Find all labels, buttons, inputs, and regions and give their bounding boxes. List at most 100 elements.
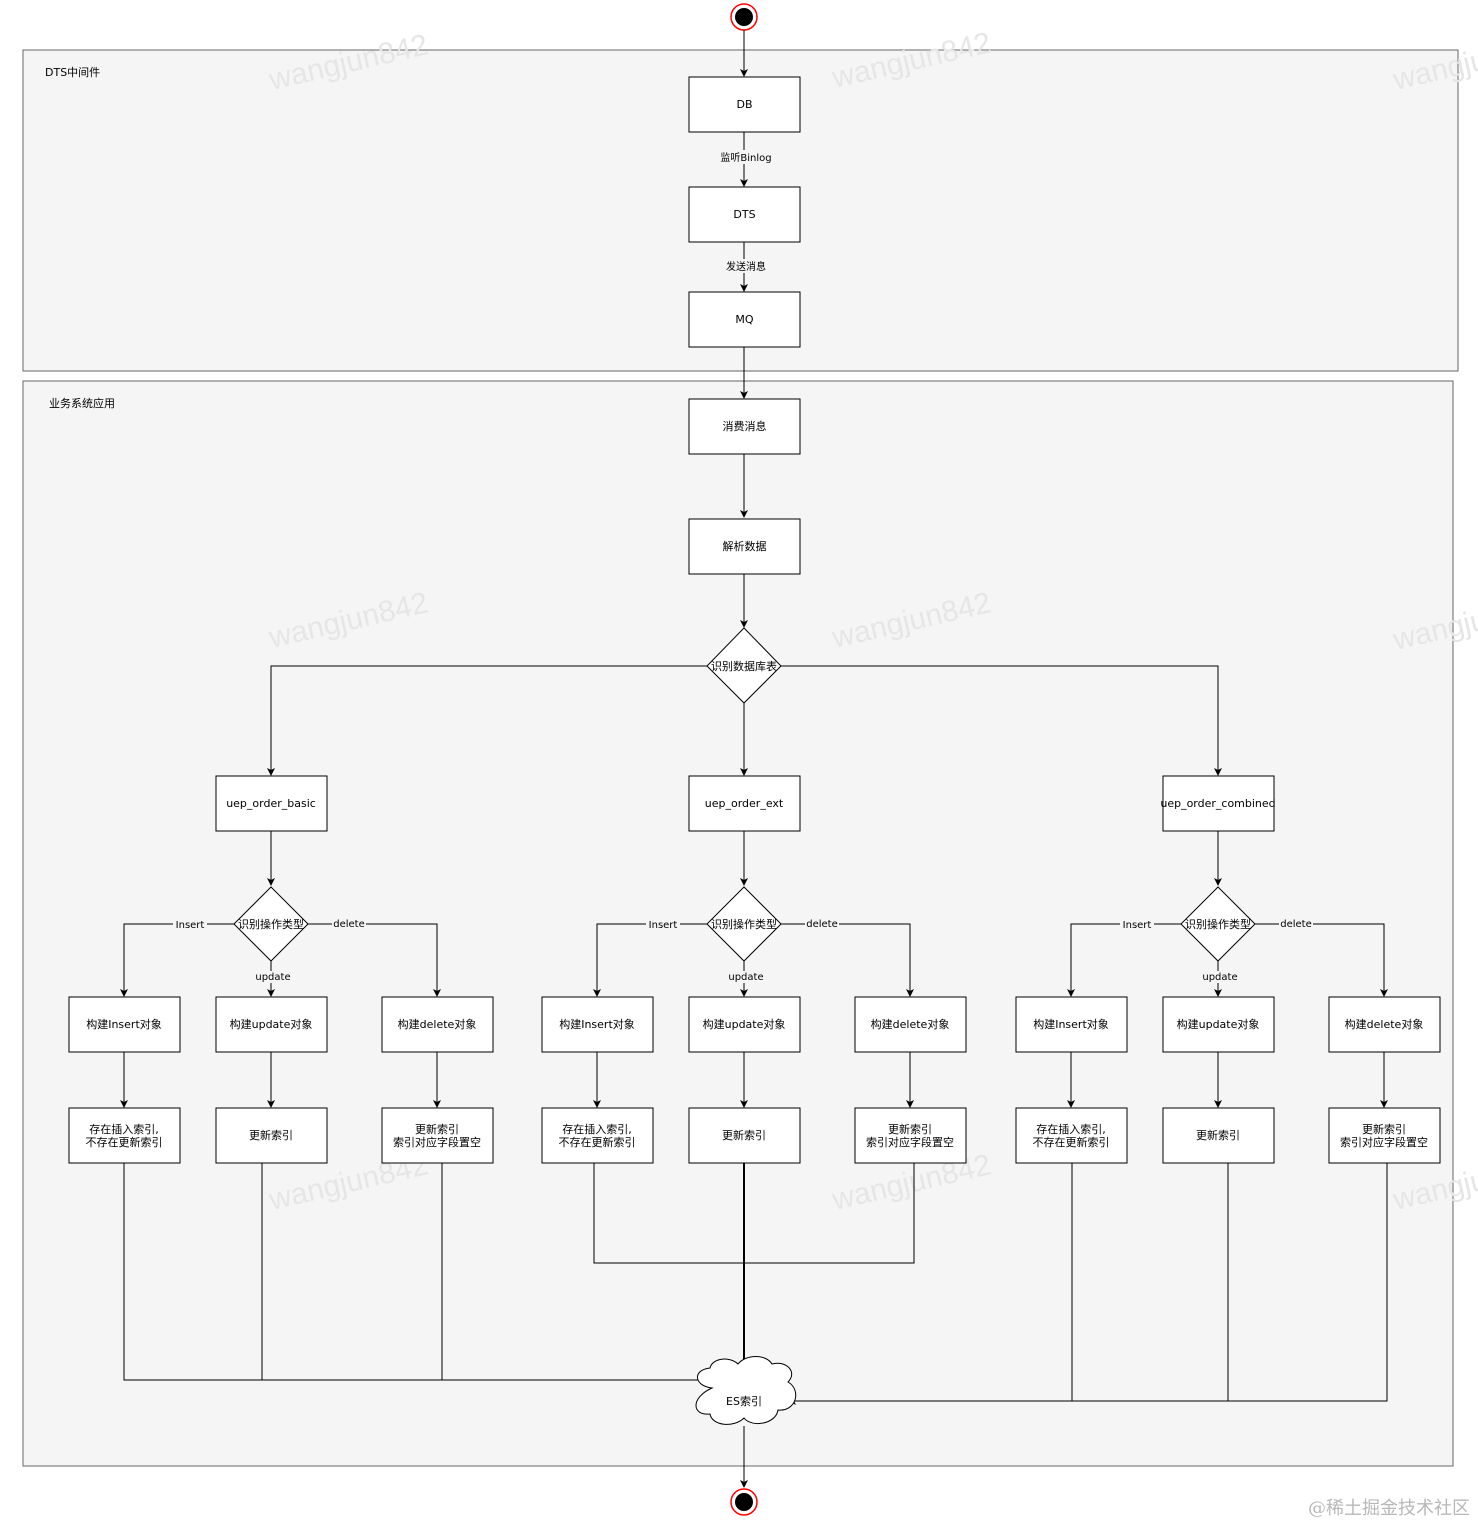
svg-text:构建delete对象: 构建delete对象 [1345, 1017, 1424, 1031]
svg-text:不存在更新索引: 不存在更新索引 [559, 1135, 636, 1149]
svg-text:索引对应字段置空: 索引对应字段置空 [393, 1135, 481, 1149]
swimlane-app-label: 业务系统应用 [49, 396, 115, 410]
svg-text:识别数据库表: 识别数据库表 [711, 659, 777, 673]
svg-text:构建delete对象: 构建delete对象 [398, 1017, 477, 1031]
svg-text:构建delete对象: 构建delete对象 [871, 1017, 950, 1031]
svg-text:uep_order_basic: uep_order_basic [226, 797, 316, 810]
svg-text:识别操作类型: 识别操作类型 [238, 917, 304, 931]
node-table: uep_order_basic [215, 775, 328, 832]
node-build-delete: 构建delete对象 [381, 996, 494, 1053]
edge-label-delete: delete [1279, 918, 1313, 930]
svg-text:不存在更新索引: 不存在更新索引 [86, 1135, 163, 1149]
watermark: wangjun842 [1389, 28, 1478, 97]
svg-text:update: update [255, 972, 290, 983]
node-build-update: 构建update对象 [688, 996, 801, 1053]
svg-text:update: update [1202, 972, 1237, 983]
node-build-delete: 构建delete对象 [1328, 996, 1441, 1053]
svg-text:Insert: Insert [1123, 920, 1152, 931]
svg-text:识别操作类型: 识别操作类型 [711, 917, 777, 931]
node-insert-index: 存在插入索引,不存在更新索引 [1015, 1107, 1128, 1164]
svg-text:Insert: Insert [649, 920, 678, 931]
node-insert-index: 存在插入索引,不存在更新索引 [68, 1107, 181, 1164]
node-build-update: 构建update对象 [215, 996, 328, 1053]
node-update-index: 更新索引 [1162, 1107, 1275, 1164]
svg-text:构建Insert对象: 构建Insert对象 [1033, 1017, 1109, 1031]
svg-text:uep_order_ext: uep_order_ext [705, 797, 784, 810]
svg-text:Insert: Insert [176, 920, 205, 931]
node-build-insert: 构建Insert对象 [1015, 996, 1128, 1053]
edge-label-update: update [1202, 971, 1238, 983]
decision-identify-table: 识别数据库表 [706, 627, 782, 704]
svg-text:uep_order_combined: uep_order_combined [1160, 797, 1275, 810]
edge-label-delete: delete [805, 918, 839, 930]
node-update-index: 更新索引 [688, 1107, 801, 1164]
edge-label-insert: Insert [1120, 919, 1154, 931]
edge-label-update: update [728, 971, 764, 983]
svg-text:发送消息: 发送消息 [726, 260, 766, 273]
swimlane-dts-label: DTS中间件 [45, 66, 100, 79]
svg-text:存在插入索引,: 存在插入索引, [562, 1122, 632, 1136]
svg-text:更新索引: 更新索引 [249, 1128, 293, 1142]
svg-text:delete: delete [806, 919, 838, 930]
node-build-update: 构建update对象 [1162, 996, 1275, 1053]
table-branch: uep_order_basic 识别操作类型 Insert update delete 构… [68, 775, 494, 1164]
node-build-insert: 构建Insert对象 [541, 996, 654, 1053]
node-build-insert: 构建Insert对象 [68, 996, 181, 1053]
svg-text:更新索引: 更新索引 [415, 1122, 459, 1136]
svg-text:构建update对象: 构建update对象 [230, 1017, 313, 1031]
svg-text:更新索引: 更新索引 [1196, 1128, 1240, 1142]
svg-text:存在插入索引,: 存在插入索引, [1036, 1122, 1106, 1136]
svg-text:更新索引: 更新索引 [1362, 1122, 1406, 1136]
node-table: uep_order_ext [688, 775, 801, 832]
start-terminal [730, 3, 758, 31]
node-table: uep_order_combined [1160, 775, 1276, 832]
svg-text:DTS: DTS [733, 208, 755, 221]
svg-text:ES索引: ES索引 [726, 1394, 762, 1408]
node-update-index: 更新索引 [215, 1107, 328, 1164]
svg-text:update: update [728, 972, 763, 983]
end-terminal [730, 1488, 758, 1516]
node-es-index: ES索引 [695, 1356, 797, 1425]
edge-label-insert: Insert [173, 919, 207, 931]
edge-label-binlog: 监听Binlog [718, 150, 772, 164]
svg-text:索引对应字段置空: 索引对应字段置空 [866, 1135, 954, 1149]
table-branch: uep_order_combined 识别操作类型 Insert update dele… [1015, 775, 1441, 1164]
svg-text:解析数据: 解析数据 [723, 539, 767, 553]
svg-text:delete: delete [333, 919, 365, 930]
edge-label-delete: delete [332, 918, 366, 930]
svg-text:更新索引: 更新索引 [722, 1128, 766, 1142]
node-build-delete: 构建delete对象 [854, 996, 967, 1053]
decision-identify-operation: 识别操作类型 [233, 886, 309, 962]
edge-label-send-message: 发送消息 [722, 259, 770, 273]
svg-text:识别操作类型: 识别操作类型 [1185, 917, 1251, 931]
svg-text:更新索引: 更新索引 [888, 1122, 932, 1136]
decision-identify-operation: 识别操作类型 [706, 886, 782, 962]
node-parse-data: 解析数据 [688, 518, 801, 575]
edge-label-insert: Insert [646, 919, 680, 931]
svg-text:存在插入索引,: 存在插入索引, [89, 1122, 159, 1136]
svg-text:不存在更新索引: 不存在更新索引 [1033, 1135, 1110, 1149]
svg-text:delete: delete [1280, 919, 1312, 930]
svg-text:构建Insert对象: 构建Insert对象 [86, 1017, 162, 1031]
table-branch: uep_order_ext 识别操作类型 Insert update delete 构建I… [541, 775, 967, 1164]
edges-to-es [123, 1163, 1388, 1405]
edge-label-update: update [255, 971, 291, 983]
svg-text:构建Insert对象: 构建Insert对象 [559, 1017, 635, 1031]
edges-main [267, 30, 1222, 1488]
svg-text:构建update对象: 构建update对象 [1177, 1017, 1260, 1031]
decision-identify-operation: 识别操作类型 [1180, 886, 1256, 962]
node-consume-message: 消费消息 [688, 398, 801, 455]
svg-text:DB: DB [736, 98, 752, 111]
svg-text:MQ: MQ [735, 313, 753, 326]
node-dts: DTS [688, 186, 801, 243]
svg-text:消费消息: 消费消息 [723, 419, 767, 433]
node-mq: MQ [688, 291, 801, 348]
svg-text:监听Binlog: 监听Binlog [720, 151, 771, 164]
node-insert-index: 存在插入索引,不存在更新索引 [541, 1107, 654, 1164]
svg-text:索引对应字段置空: 索引对应字段置空 [1340, 1135, 1428, 1149]
credit-text: @稀土掘金技术社区 [1308, 1498, 1470, 1519]
